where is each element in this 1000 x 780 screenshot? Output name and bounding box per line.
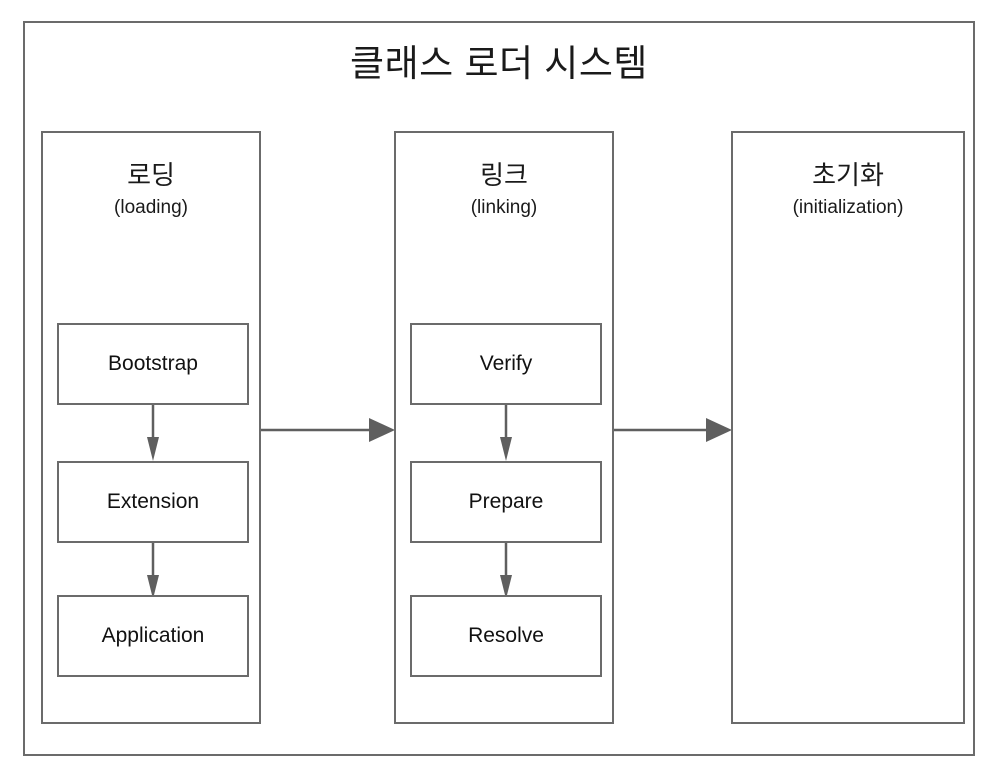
flow-arrow-loading-to-linking — [261, 417, 395, 443]
phase-header-linking: 링크 (linking) — [396, 159, 612, 221]
step-label-verify: Verify — [479, 352, 533, 375]
step-label-application: Application — [101, 624, 205, 647]
diagram-title: 클래스 로더 시스템 — [350, 43, 648, 84]
phase-header-initialization: 초기화 (initialization) — [733, 159, 963, 221]
arrow-bootstrap-to-extension — [147, 405, 159, 461]
phase-title-en-loading: (loading) — [114, 197, 188, 218]
phase-title-en-linking: (linking) — [470, 197, 538, 218]
step-label-resolve: Resolve — [468, 624, 544, 647]
step-label-bootstrap: Bootstrap — [108, 352, 198, 375]
phase-column-loading: 로딩 (loading) Bootstrap Extension Applica… — [41, 131, 261, 724]
phase-title-ko-linking: 링크 — [480, 160, 528, 190]
phase-column-initialization: 초기화 (initialization) — [731, 131, 965, 724]
step-label-extension: Extension — [106, 490, 200, 513]
arrow-verify-to-prepare — [500, 405, 512, 461]
step-box-application[interactable]: Application — [57, 595, 249, 677]
phase-title-en-initialization: (initialization) — [792, 197, 904, 218]
flow-arrow-linking-to-initialization — [614, 417, 732, 443]
arrow-extension-to-application — [147, 543, 159, 599]
phase-title-ko-initialization: 초기화 — [812, 160, 884, 190]
phase-header-loading: 로딩 (loading) — [43, 159, 259, 221]
step-label-prepare: Prepare — [468, 490, 544, 513]
step-box-bootstrap[interactable]: Bootstrap — [57, 323, 249, 405]
step-box-prepare[interactable]: Prepare — [410, 461, 602, 543]
phase-title-ko-loading: 로딩 — [127, 160, 175, 190]
step-box-resolve[interactable]: Resolve — [410, 595, 602, 677]
step-box-verify[interactable]: Verify — [410, 323, 602, 405]
arrow-prepare-to-resolve — [500, 543, 512, 599]
step-box-extension[interactable]: Extension — [57, 461, 249, 543]
phase-column-linking: 링크 (linking) Verify Prepare Resolve — [394, 131, 614, 724]
